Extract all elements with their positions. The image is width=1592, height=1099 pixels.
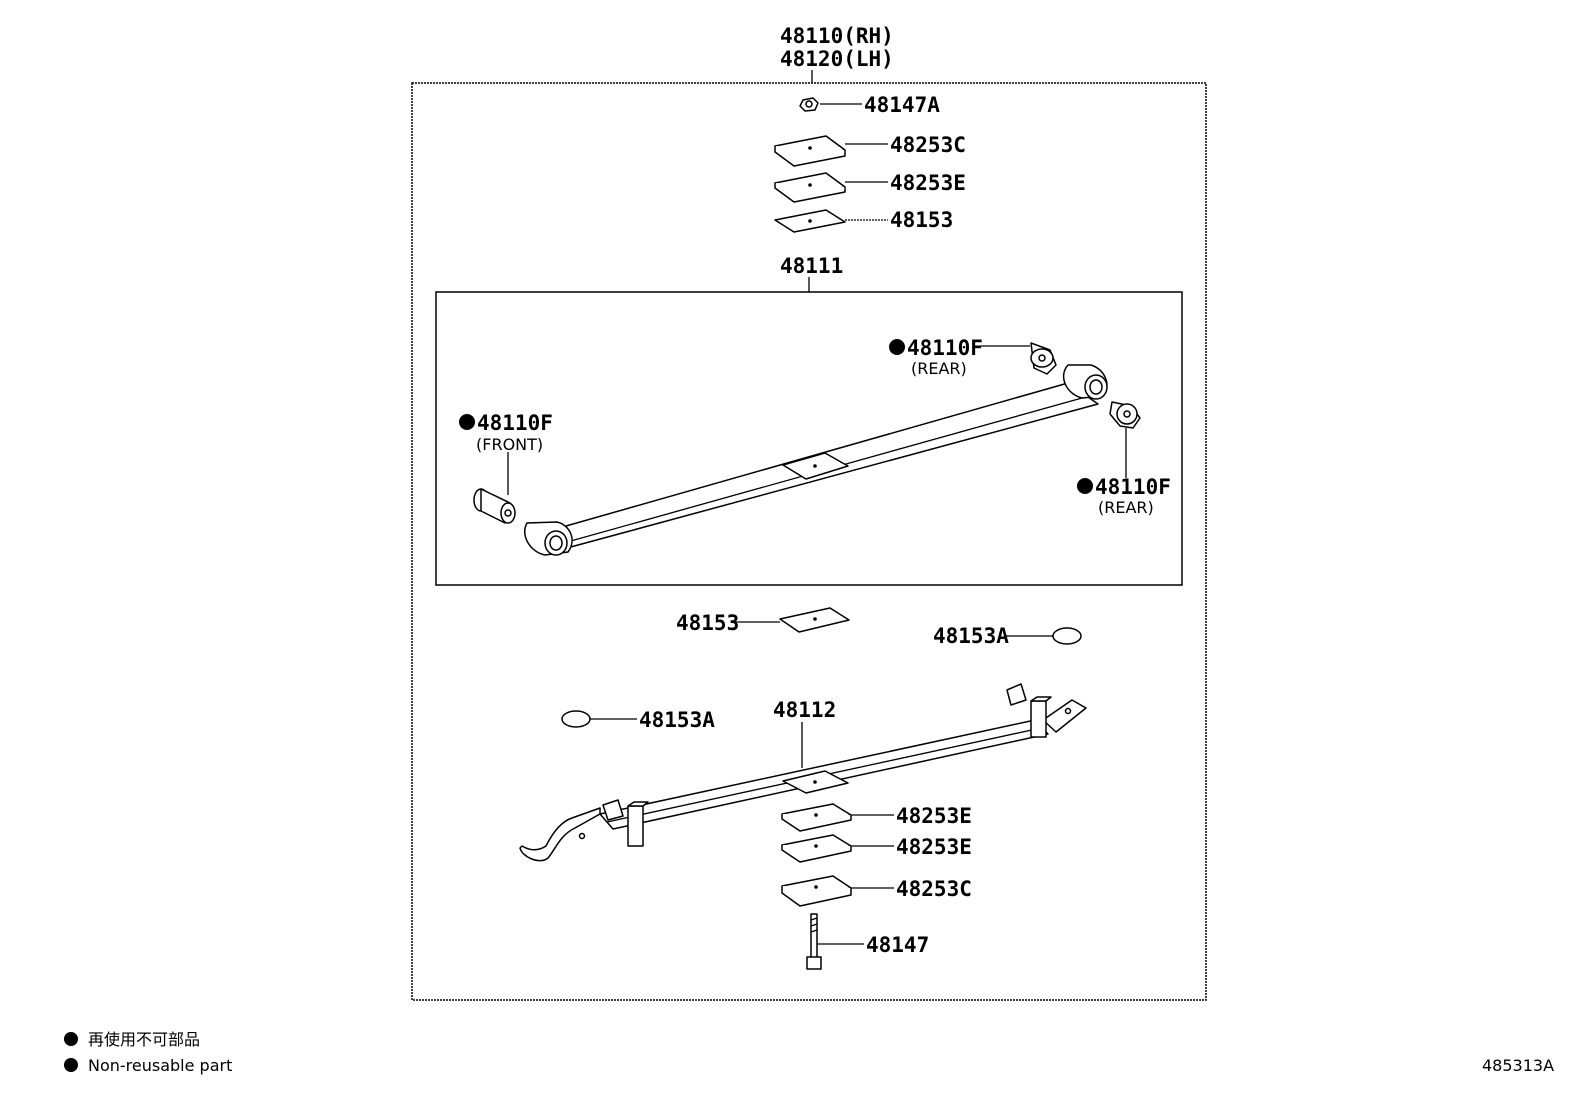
bottom-plate-c-part — [781, 875, 852, 907]
legend-bullet-jp — [64, 1032, 78, 1046]
non-reusable-mark-rear-bottom — [1077, 478, 1093, 494]
insulator-right-part — [1052, 627, 1082, 645]
label-assembly-lh: 48120(LH) — [780, 47, 894, 71]
label-top-plate-e: 48253E — [890, 171, 966, 195]
top-pad-part — [774, 209, 846, 233]
non-reusable-mark-front — [459, 414, 475, 430]
center-bolt-part — [806, 913, 822, 970]
label-nut: 48147A — [864, 93, 940, 117]
label-bottom-plate-e1: 48253E — [896, 804, 972, 828]
bottom-plate-e1-part — [781, 803, 852, 832]
lower-leaf-spring — [519, 683, 1087, 862]
label-bottom-plate-c: 48253C — [896, 877, 972, 901]
label-top-plate-c: 48253C — [890, 133, 966, 157]
assembly-frame — [411, 82, 1207, 1001]
nut-part — [799, 97, 819, 112]
legend-en: Non-reusable part — [88, 1056, 232, 1075]
label-bushing-rear-top: 48110F — [907, 336, 983, 360]
legend-bullet-en — [64, 1058, 78, 1072]
non-reusable-mark-rear-top — [889, 339, 905, 355]
label-bushing-front-note: (FRONT) — [476, 435, 543, 454]
label-bushing-rear-bottom: 48110F — [1095, 475, 1171, 499]
label-mid-pad: 48153 — [676, 611, 739, 635]
insulator-left-part — [561, 710, 591, 728]
label-leaf-lower: 48112 — [773, 698, 836, 722]
label-assembly-rh: 48110(RH) — [780, 24, 894, 48]
label-bushing-rear-top-note: (REAR) — [911, 359, 967, 378]
bottom-plate-e2-part — [781, 834, 852, 863]
label-center-bolt: 48147 — [866, 933, 929, 957]
label-bottom-plate-e2: 48253E — [896, 835, 972, 859]
figure-code: 485313A — [1482, 1056, 1554, 1075]
label-leaf-main: 48111 — [780, 254, 843, 278]
legend-jp: 再使用不可部品 — [88, 1030, 200, 1049]
rear-bushing-bottom-part — [1109, 401, 1141, 429]
mid-pad-part — [779, 607, 850, 633]
label-bushing-front: 48110F — [477, 411, 553, 435]
label-insulator-right: 48153A — [933, 624, 1009, 648]
label-top-pad: 48153 — [890, 208, 953, 232]
top-plate-e-part — [774, 172, 846, 203]
front-bushing-part — [473, 488, 516, 524]
main-leaf-spring — [524, 364, 1108, 556]
label-insulator-left: 48153A — [639, 708, 715, 732]
leaf-main-frame — [435, 291, 1183, 586]
label-bushing-rear-bottom-note: (REAR) — [1098, 498, 1154, 517]
rear-bushing-top-part — [1030, 342, 1057, 375]
top-plate-c-part — [774, 135, 846, 167]
